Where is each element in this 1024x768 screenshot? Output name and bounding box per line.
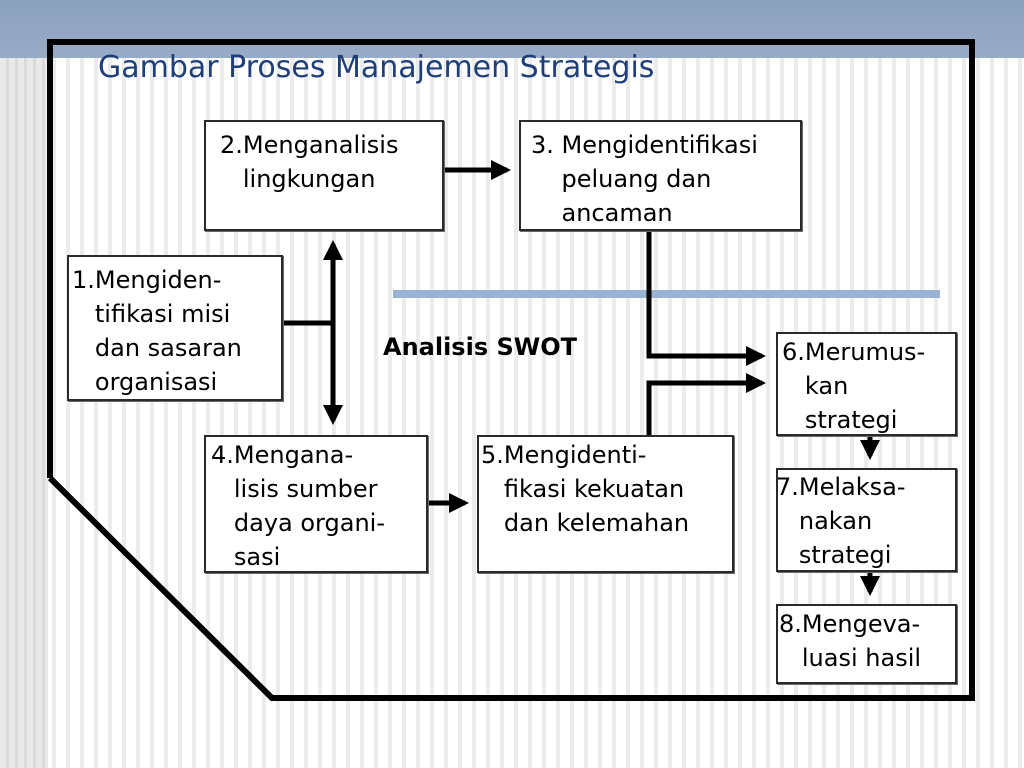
arrow-5-to-6: [646, 373, 766, 435]
box-2-text: 2.Menganalisis lingkungan: [220, 131, 399, 193]
box-analyze-resources: 4.Mengana- lisis sumber daya organi- sas…: [204, 435, 428, 573]
box-formulate-strategy: 6.Merumus- kan strategi: [776, 332, 957, 436]
box-implement-strategy: 7.Melaksa- nakan strategi: [776, 468, 957, 572]
page-title: Gambar Proses Manajemen Strategis: [98, 50, 655, 85]
box-identify-mission: 1.Mengiden- tifikasi misi dan sasaran or…: [67, 255, 283, 401]
box-identify-opportunities: 3. Mengidentifikasi peluang dan ancaman: [519, 120, 802, 231]
box-7-text: 7.Melaksa- nakan strategi: [776, 473, 906, 569]
swot-label: Analisis SWOT: [383, 333, 577, 361]
box-8-text: 8.Mengeva- luasi hasil: [779, 610, 922, 672]
box-5-text: 5.Mengidenti- fikasi kekuatan dan kelema…: [481, 441, 690, 537]
box-1-text: 1.Mengiden- tifikasi misi dan sasaran or…: [72, 266, 242, 396]
box-3-text: 3. Mengidentifikasi peluang dan ancaman: [531, 131, 758, 227]
arrow-3-to-6: [646, 231, 766, 366]
box-4-text: 4.Mengana- lisis sumber daya organi- sas…: [211, 441, 385, 571]
outer-frame: [47, 39, 975, 701]
header-bar: [0, 0, 1024, 58]
box-analyze-environment: 2.Menganalisis lingkungan: [204, 120, 444, 231]
box-6-text: 6.Merumus- kan strategi: [782, 338, 926, 434]
left-stripe: [0, 58, 48, 768]
box-identify-strengths: 5.Mengidenti- fikasi kekuatan dan kelema…: [477, 435, 734, 573]
box-evaluate-results: 8.Mengeva- luasi hasil: [776, 604, 957, 684]
